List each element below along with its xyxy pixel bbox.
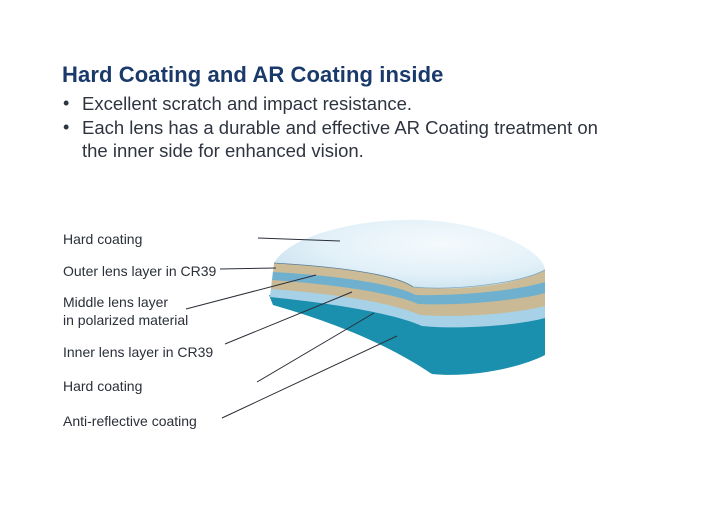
layer-label-ar-coating: Anti-reflective coating (63, 413, 197, 429)
leader-line (219, 267, 277, 270)
leader-line (221, 335, 398, 419)
layer-label-inner-hard-coating: Hard coating (63, 378, 143, 394)
bullet-icon: • (63, 117, 70, 137)
bullet-icon: • (63, 93, 70, 113)
feature-text: Each lens has a durable and effective AR… (82, 117, 598, 161)
lens-layer-inner-cr39 (271, 279, 545, 316)
lens-layer-polarized (272, 271, 545, 305)
leader-line (185, 274, 317, 310)
feature-item: • Excellent scratch and impact resistanc… (62, 92, 622, 115)
page-title: Hard Coating and AR Coating inside (62, 62, 444, 87)
lens-layer-outer-hard-coating (274, 219, 545, 289)
feature-text: Excellent scratch and impact resistance. (82, 93, 413, 114)
layer-label-hard-coating: Hard coating (63, 231, 143, 247)
leader-line (224, 291, 353, 345)
feature-item: • Each lens has a durable and effective … (62, 116, 622, 162)
layer-label-inner-cr39: Inner lens layer in CR39 (63, 344, 214, 360)
feature-list: • Excellent scratch and impact resistanc… (62, 92, 622, 163)
leader-line (257, 237, 341, 242)
leader-line (256, 312, 375, 383)
layer-label-polarized: Middle lens layer in polarized material (63, 294, 189, 328)
layer-label-outer-cr39: Outer lens layer in CR39 (63, 263, 217, 279)
lens-layer-ar-coating (269, 295, 545, 375)
lens-layer-outer-cr39 (273, 263, 545, 296)
